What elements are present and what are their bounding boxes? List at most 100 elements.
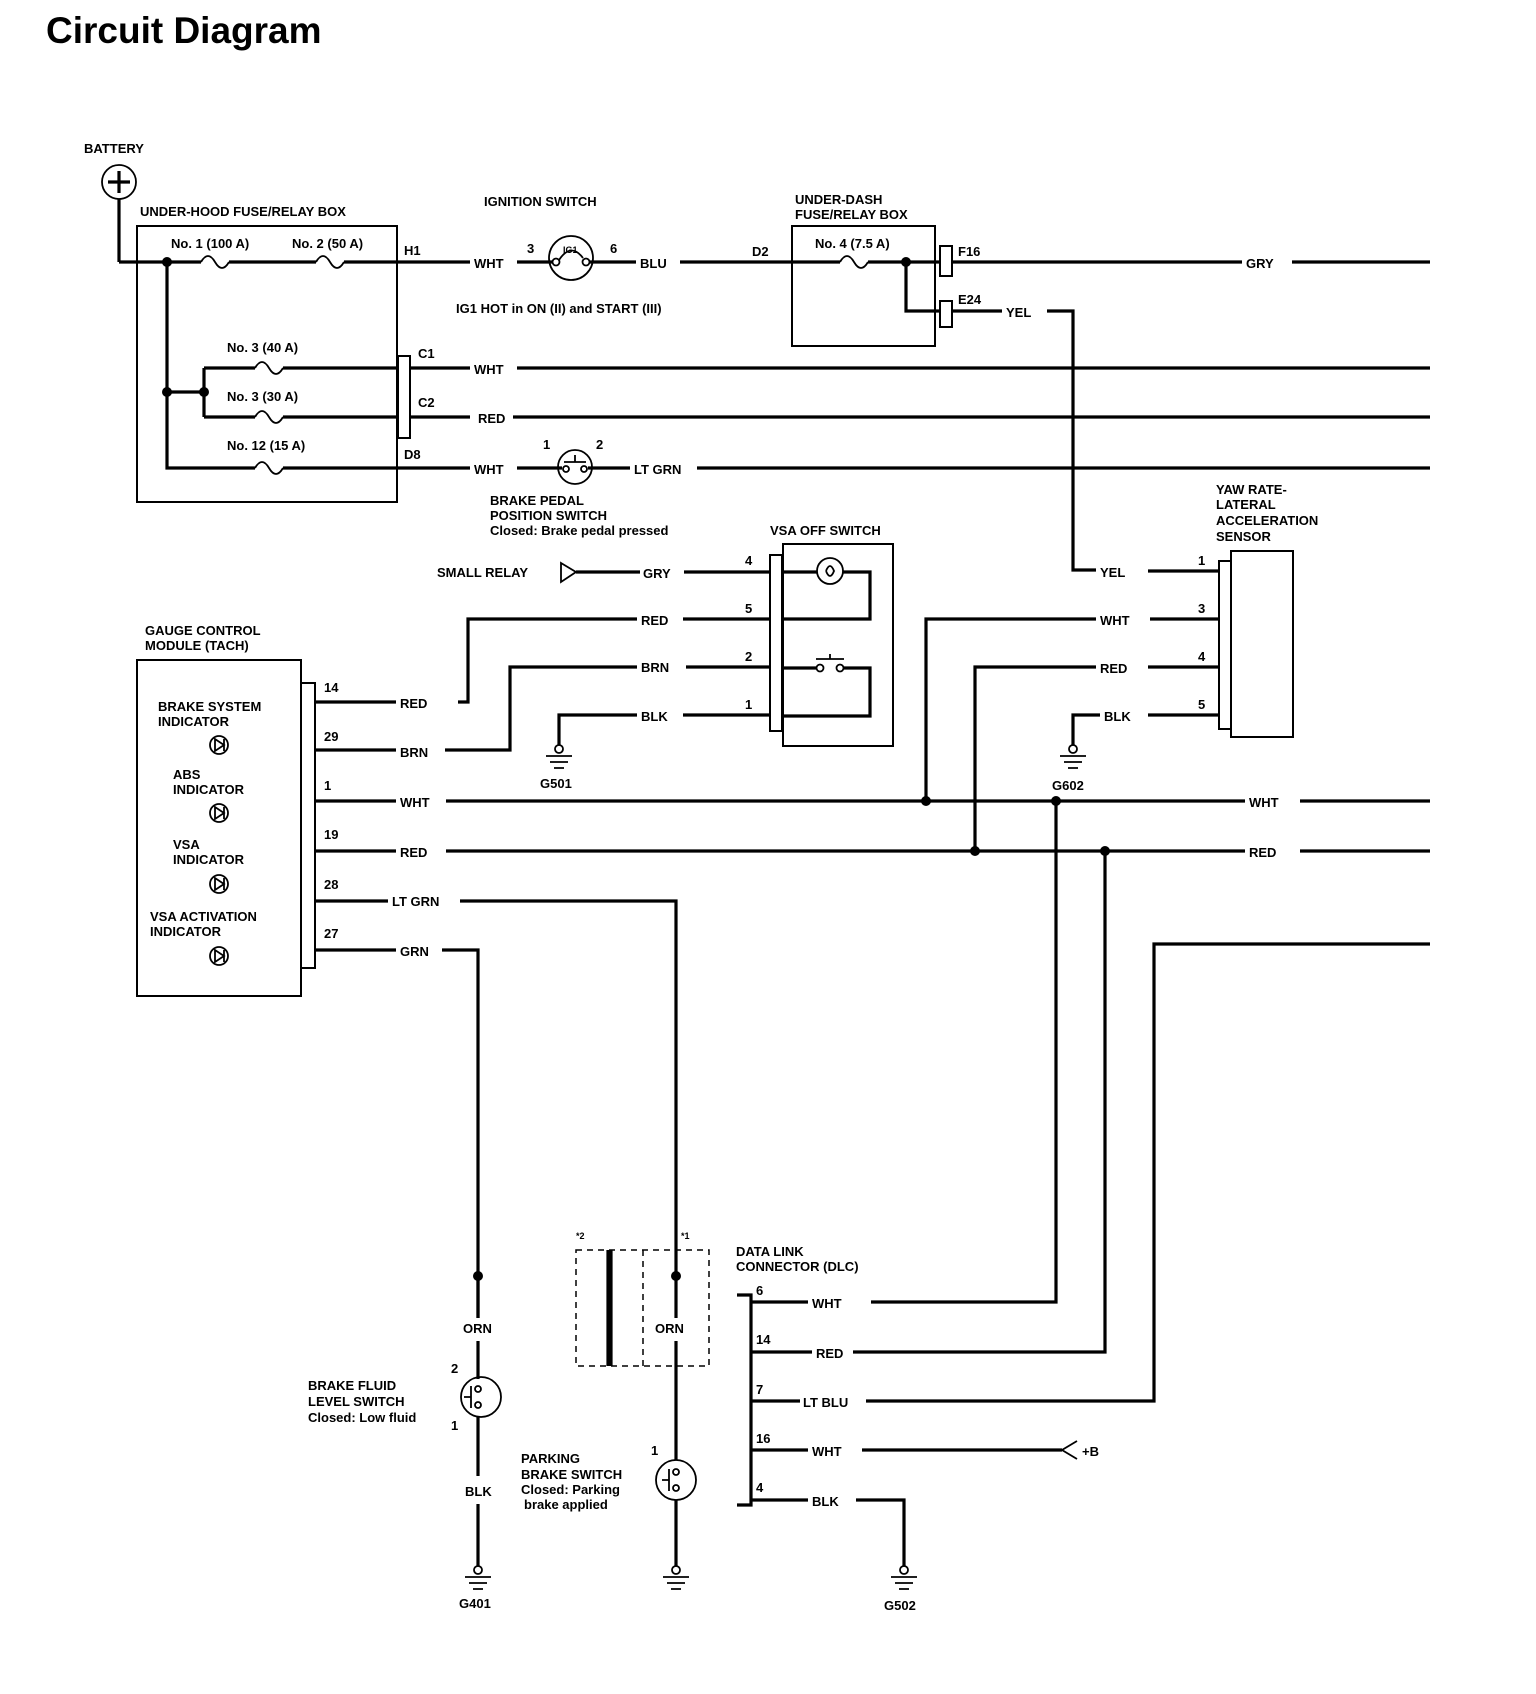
ground-g502: G502: [884, 1565, 917, 1613]
wire-label-yaw1-yel: YEL: [1100, 565, 1125, 580]
small-relay-label: SMALL RELAY: [437, 565, 528, 580]
underdash-fuse-relay-box: UNDER-DASH FUSE/RELAY BOX No. 4 (7.5 A) …: [791, 192, 982, 347]
wire-label-blk-bfl: BLK: [465, 1484, 492, 1499]
brake-pedal-position-switch: 1 2 BRAKE PEDAL POSITION SWITCH Closed: …: [490, 437, 669, 538]
ignition-terminal-6: 6: [610, 241, 617, 256]
wire-label-c1-wht: WHT: [474, 362, 504, 377]
underdash-box-outline: [791, 225, 936, 347]
yaw-rate-sensor: YAW RATE- LATERAL ACCELERATION SENSOR 1 …: [1198, 482, 1318, 738]
fuse-no4-icon: [839, 255, 869, 269]
wire-label-yaw4-red: RED: [1100, 661, 1127, 676]
ground-terminal: [473, 1565, 483, 1575]
vsa-off-indicator-lamp-icon: [816, 557, 844, 585]
ground-g401-label: G401: [459, 1596, 491, 1611]
led-diode: [214, 737, 226, 753]
ignition-switch: IGNITION SWITCH 3 6 IG1 IG1 HOT in ON (I…: [456, 194, 662, 316]
ground-g602: G602: [1052, 744, 1086, 793]
terminal-h1: H1: [404, 243, 421, 258]
battery-plus-icon: [108, 171, 130, 193]
wire-label-c2-red: RED: [478, 411, 505, 426]
wire-yaw5-to-ground: [1071, 713, 1100, 745]
terminal-e24: E24: [958, 292, 982, 307]
ignition-switch-label: IGNITION SWITCH: [484, 194, 597, 209]
connector-c1-c2: [397, 355, 411, 439]
wire-label-relay-gry: GRY: [643, 566, 671, 581]
dlc-label-1: DATA LINK: [736, 1244, 804, 1259]
wire-vsa-switch-circuit: [782, 666, 872, 718]
vsa-terminal-5: 5: [745, 601, 752, 616]
ground-terminal: [899, 1565, 909, 1575]
note-star2: *2: [576, 1231, 585, 1241]
wire-left-bus: [165, 262, 255, 470]
yaw-label-1: YAW RATE-: [1216, 482, 1287, 497]
wire-label-gcm14-red: RED: [400, 696, 427, 711]
wire-label-yaw3-wht: WHT: [1100, 613, 1130, 628]
wire-label-dlc16-wht: WHT: [812, 1444, 842, 1459]
ground-icon: [663, 1576, 689, 1590]
wire-to-e24: [904, 262, 940, 313]
led-diode: [214, 805, 226, 821]
parking-brake-switch: 1 PARKING BRAKE SWITCH Closed: Parking b…: [521, 1443, 697, 1512]
wire-vsa-lamp-circuit: [782, 570, 872, 621]
ignition-switch-icon: [548, 235, 594, 281]
option-variant-box: *2 *1: [575, 1231, 710, 1367]
yaw-label-4: SENSOR: [1216, 529, 1272, 544]
terminal-c2: C2: [418, 395, 435, 410]
wire-label-gcm29-brn: BRN: [400, 745, 428, 760]
bfl-label-1: BRAKE FLUID: [308, 1378, 396, 1393]
wire-label-gcm27-grn: GRN: [400, 944, 429, 959]
gcm-terminal-27: 27: [324, 926, 338, 941]
wire-label-h1-wht: WHT: [474, 256, 504, 271]
ignition-terminal-3: 3: [527, 241, 534, 256]
wire-label-gcm19-red: RED: [400, 845, 427, 860]
ground-g501-label: G501: [540, 776, 572, 791]
wire-label-gcm1-wht: WHT: [400, 795, 430, 810]
ignition-contact-arm: [558, 249, 584, 261]
pbs-note-1: Closed: Parking: [521, 1482, 620, 1497]
led-outline: [209, 803, 229, 823]
wire-label-yaw5-blk: BLK: [1104, 709, 1131, 724]
wire-label-dlc14-red: RED: [816, 1346, 843, 1361]
bfl-label-2: LEVEL SWITCH: [308, 1394, 405, 1409]
fuse-no2-label: No. 2 (50 A): [292, 236, 363, 251]
yaw-label-3: ACCELERATION: [1216, 513, 1318, 528]
ground-g501: G501: [540, 744, 572, 791]
ignition-contact: [581, 257, 591, 267]
led-outline: [209, 874, 229, 894]
plus-b-label: +B: [1082, 1444, 1099, 1459]
wire-dlc4-to-ground: [856, 1498, 906, 1566]
junction-dot: [970, 846, 980, 856]
led-outline: [209, 946, 229, 966]
gcm-terminal-29: 29: [324, 729, 338, 744]
brake-pedal-terminal-1: 1: [543, 437, 550, 452]
bfl-terminal-1: 1: [451, 1418, 458, 1433]
underhood-fuse-relay-box: UNDER-HOOD FUSE/RELAY BOX No. 1 (100 A) …: [119, 204, 470, 503]
vsa-indicator-led-icon: [209, 874, 229, 894]
ground-terminal: [1068, 744, 1078, 754]
wire-vsa1-to-ground: [557, 713, 637, 745]
switch-actuator: [662, 1469, 670, 1491]
wire-label-orn-right: ORN: [655, 1321, 684, 1336]
ground-terminal: [554, 744, 564, 754]
gauge-label-1: GAUGE CONTROL: [145, 623, 261, 638]
battery-label: BATTERY: [84, 141, 144, 156]
vsa-off-connector: [769, 554, 783, 732]
fuse-no3-40-label: No. 3 (40 A): [227, 340, 298, 355]
switch-contact: [474, 1385, 482, 1393]
gauge-label-2: MODULE (TACH): [145, 638, 249, 653]
indicator-vsa-label-2: INDICATOR: [173, 852, 245, 867]
junction-dot: [671, 1271, 681, 1281]
wire-label-bp-ltgrn: LT GRN: [634, 462, 681, 477]
led-diode: [214, 948, 226, 964]
switch-contact: [474, 1401, 482, 1409]
abs-indicator-led-icon: [209, 803, 229, 823]
terminal-f16: F16: [958, 244, 980, 259]
brake-fluid-switch-icon: [460, 1376, 502, 1418]
fuse-no1-icon: [200, 255, 230, 269]
vsa-off-switch: VSA OFF SWITCH 4 5 2 1: [745, 523, 894, 747]
gcm-terminal-28: 28: [324, 877, 338, 892]
wire-label-bus-wht: WHT: [1249, 795, 1279, 810]
wire-yaw4-to-red-bus: [973, 665, 1096, 851]
bfl-terminal-2: 2: [451, 1361, 458, 1376]
